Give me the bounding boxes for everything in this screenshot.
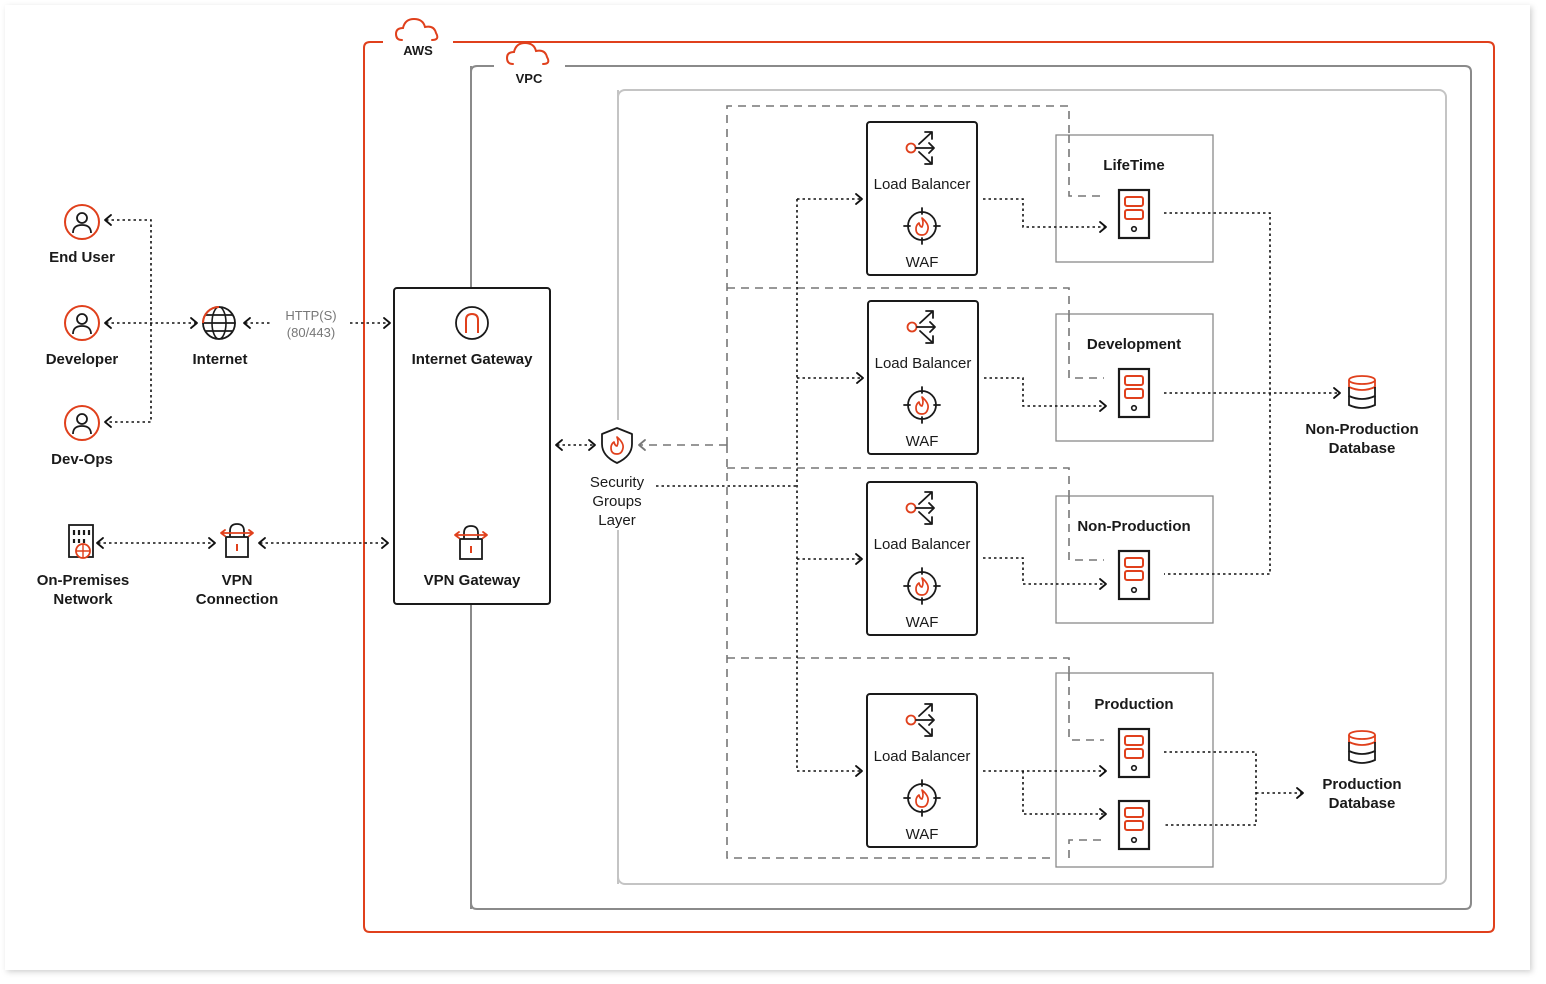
load-balancer-label: Load Balancer — [874, 536, 971, 553]
developer-node[interactable]: Developer — [46, 305, 119, 368]
vpn-connection-node[interactable]: VPN Connection — [196, 523, 279, 608]
waf-label: WAF — [906, 433, 939, 450]
aws-boundary — [363, 41, 1495, 933]
server-icon — [1117, 727, 1151, 779]
production-database-label-2: Database — [1329, 795, 1396, 812]
server-icon — [1117, 367, 1151, 419]
vpn-connection-label-1: VPN — [222, 572, 253, 589]
shield-fire-icon — [601, 427, 633, 464]
developer-label: Developer — [46, 351, 119, 368]
internet-node[interactable]: Internet — [192, 306, 248, 368]
end-user-label: End User — [49, 249, 115, 266]
balancer-box-2[interactable]: Load Balancer WAF — [866, 481, 978, 636]
security-groups-label-1: Security — [590, 474, 645, 491]
building-icon — [68, 524, 94, 559]
environment-non-production[interactable]: Non-Production — [1055, 495, 1214, 624]
connectors — [98, 198, 1339, 826]
environment-label: Production — [1094, 696, 1173, 713]
waf-label: WAF — [906, 826, 939, 843]
dev-ops-label: Dev-Ops — [51, 451, 113, 468]
production-database-label-1: Production — [1322, 776, 1401, 793]
server-icon — [1117, 549, 1151, 601]
balancer-box-0[interactable]: Load Balancer WAF — [866, 121, 978, 276]
vpc-label: VPC — [516, 71, 543, 86]
waf-label: WAF — [906, 614, 939, 631]
non-production-database-label-2: Database — [1329, 440, 1396, 457]
aws-label: AWS — [403, 43, 433, 58]
environment-group-connectors — [1068, 135, 1104, 858]
balancer-box-3[interactable]: Load Balancer WAF — [866, 693, 978, 848]
port-label: (80/443) — [287, 325, 335, 340]
lock-icon — [454, 525, 488, 560]
load-balancer-label: Load Balancer — [875, 355, 972, 372]
on-premises-node[interactable]: On-Premises Network — [37, 524, 130, 608]
arrowheads — [96, 193, 1341, 820]
environment-lifetime[interactable]: LifeTime — [1055, 134, 1214, 263]
non-production-database-label-1: Non-Production — [1305, 421, 1418, 438]
dashed-arrowhead — [638, 439, 646, 451]
internet-gateway-node[interactable]: Internet Gateway — [412, 306, 534, 368]
vpn-gateway-node[interactable]: VPN Gateway — [424, 525, 521, 589]
environment-label: Non-Production — [1077, 518, 1190, 535]
vpn-connection-label-2: Connection — [196, 591, 279, 608]
protocol-label: HTTP(S) — [285, 308, 336, 323]
environment-production[interactable]: Production — [1055, 672, 1214, 868]
security-groups-node[interactable]: Security Groups Layer — [590, 427, 645, 529]
globe-icon — [202, 306, 236, 340]
balancer-box-1[interactable]: Load Balancer WAF — [867, 300, 979, 455]
internet-label: Internet — [192, 351, 247, 368]
on-premises-label-2: Network — [53, 591, 113, 608]
non-production-database-node[interactable]: Non-Production Database — [1305, 375, 1419, 457]
end-user-node[interactable]: End User — [49, 204, 115, 266]
environment-label: Development — [1087, 336, 1181, 353]
environment-label: LifeTime — [1103, 157, 1164, 174]
load-balancer-label: Load Balancer — [874, 748, 971, 765]
diagram-card — [5, 5, 1530, 970]
server-icon — [1117, 799, 1151, 851]
waf-label: WAF — [906, 254, 939, 271]
vpn-gateway-label: VPN Gateway — [424, 572, 521, 589]
dev-ops-node[interactable]: Dev-Ops — [51, 405, 113, 468]
on-premises-label-1: On-Premises — [37, 572, 130, 589]
load-balancer-label: Load Balancer — [874, 176, 971, 193]
security-groups-label-2: Groups — [592, 493, 641, 510]
lock-icon — [220, 523, 254, 558]
internet-gateway-label: Internet Gateway — [412, 351, 534, 368]
security-groups-label-3: Layer — [598, 512, 636, 529]
gateway-box — [393, 287, 551, 605]
server-icon — [1117, 188, 1151, 240]
gateway-icon — [455, 306, 489, 340]
production-database-node[interactable]: Production Database — [1322, 730, 1402, 812]
